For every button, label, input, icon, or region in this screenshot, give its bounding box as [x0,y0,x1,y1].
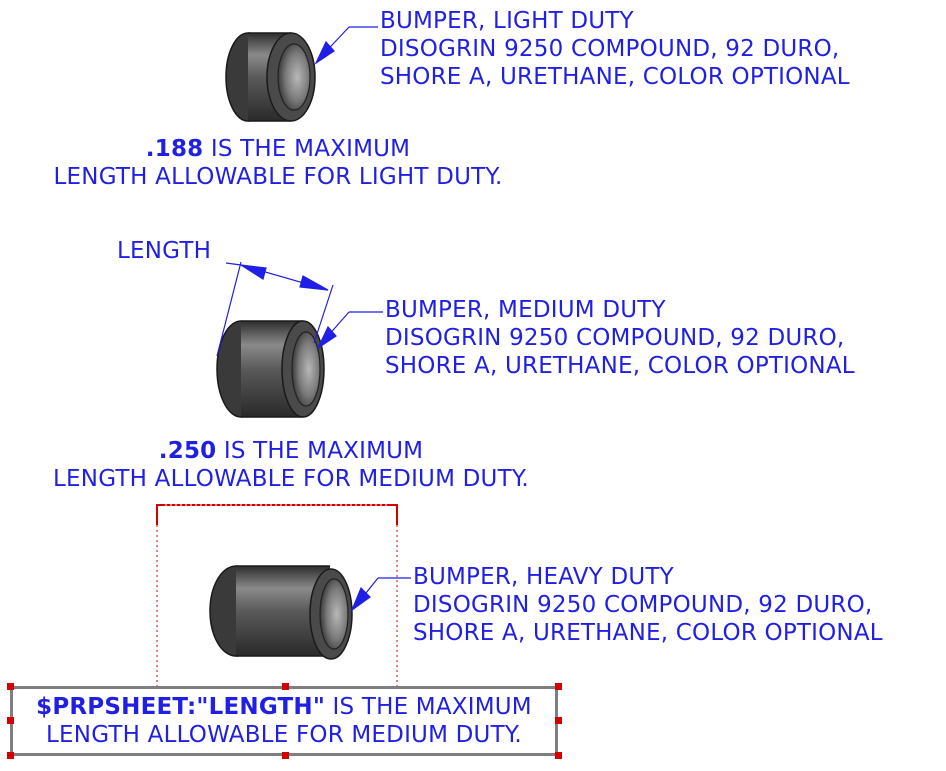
note-text: LENGTH ALLOWABLE FOR MEDIUM DUTY. [53,466,529,492]
note-value: .250 [158,438,217,464]
callout-line: SHORE A, URETHANE, COLOR OPTIONAL [380,64,850,90]
note-text: IS THE MAXIMUM [203,136,411,162]
selection-bounds [156,504,398,688]
length-dimension[interactable] [216,261,334,357]
note-value: .188 [145,136,204,162]
length-dimension-label[interactable]: LENGTH [117,238,212,264]
callout-line: BUMPER, MEDIUM DUTY [385,297,666,323]
callout-line: SHORE A, URETHANE, COLOR OPTIONAL [413,620,883,646]
resize-handle[interactable] [282,752,289,759]
medium-duty-leader [316,311,383,350]
resize-handle[interactable] [282,683,289,690]
resize-handle[interactable] [555,717,562,724]
heavy-duty-callout[interactable]: BUMPER, HEAVY DUTY DISOGRIN 9250 COMPOUN… [413,563,883,647]
resize-handle[interactable] [7,717,14,724]
resize-handle[interactable] [7,752,14,759]
heavy-duty-leader [350,577,411,612]
medium-duty-note[interactable]: .250 IS THE MAXIMUM LENGTH ALLOWABLE FOR… [26,437,556,493]
light-duty-bumper[interactable] [225,32,316,122]
note-text: IS THE MAXIMUM [216,438,424,464]
callout-line: DISOGRIN 9250 COMPOUND, 92 DURO, [385,325,845,351]
callout-line: DISOGRIN 9250 COMPOUND, 92 DURO, [413,592,873,618]
resize-handle[interactable] [7,683,14,690]
callout-line: BUMPER, HEAVY DUTY [413,564,674,590]
note-text: LENGTH ALLOWABLE FOR MEDIUM DUTY. [46,722,522,748]
callout-line: DISOGRIN 9250 COMPOUND, 92 DURO, [380,36,840,62]
callout-line: BUMPER, LIGHT DUTY [380,8,634,34]
light-duty-callout[interactable]: BUMPER, LIGHT DUTY DISOGRIN 9250 COMPOUN… [380,7,850,91]
note-value: $PRPSHEET:"LENGTH" [36,694,326,720]
light-duty-note[interactable]: .188 IS THE MAXIMUM LENGTH ALLOWABLE FOR… [30,135,526,191]
resize-handle[interactable] [555,683,562,690]
medium-duty-bumper[interactable] [216,320,325,418]
resize-handle[interactable] [555,752,562,759]
note-text: LENGTH ALLOWABLE FOR LIGHT DUTY. [53,164,503,190]
note-text: IS THE MAXIMUM [325,694,532,720]
light-duty-leader [314,26,378,65]
heavy-duty-note[interactable]: $PRPSHEET:"LENGTH" IS THE MAXIMUM LENGTH… [13,693,555,749]
callout-line: SHORE A, URETHANE, COLOR OPTIONAL [385,353,855,379]
heavy-duty-bumper[interactable] [209,565,353,660]
medium-duty-callout[interactable]: BUMPER, MEDIUM DUTY DISOGRIN 9250 COMPOU… [385,296,855,380]
